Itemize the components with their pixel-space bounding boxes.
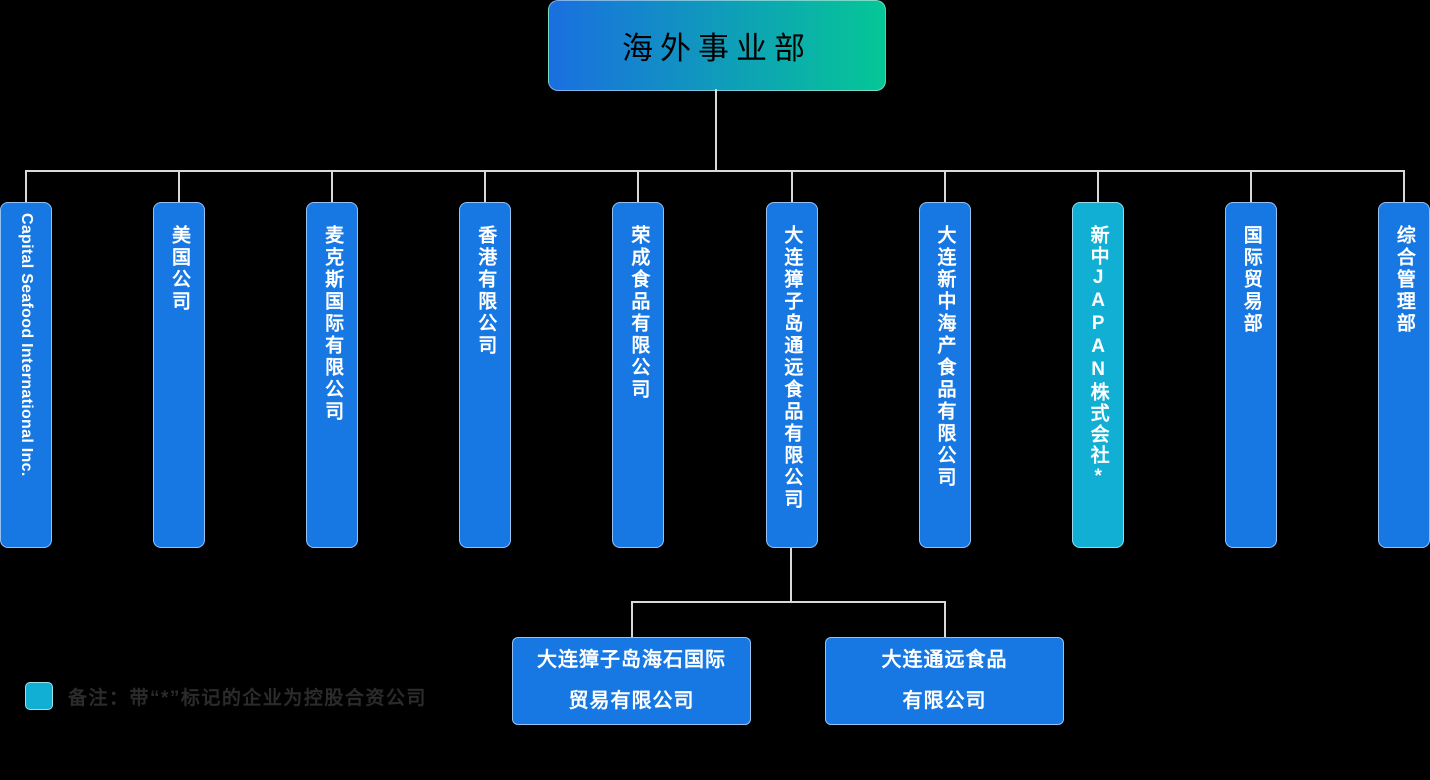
dept-column-general-management: 综合管理部: [1377, 172, 1430, 548]
dept-column-rongcheng-food: 荣成食品有限公司: [612, 172, 665, 548]
legend-note-text: 备注：带“*”标记的企业为控股合资公司: [68, 687, 427, 709]
dept-column-us-company: 美国公司: [153, 172, 206, 548]
subsidiary-label-line2: 贸易有限公司: [568, 690, 695, 712]
dept-label: 大连新中海产食品有限公司: [934, 225, 956, 489]
root-box-overseas-division: 海外事业部: [548, 0, 886, 91]
dept-label: 麦克斯国际有限公司: [322, 225, 344, 423]
subsidiary-stub-line: [631, 602, 633, 637]
dept-box-zhangzidao-tongyuan: 大连獐子岛通远食品有限公司: [765, 202, 818, 548]
legend-note: 备注：带“*”标记的企业为控股合资公司: [25, 682, 427, 710]
dept-column-capital-seafood: Capital Seafood International Inc.: [0, 172, 52, 548]
subsidiary-label-line1: 大连通远食品: [881, 649, 1008, 671]
dept-label: Capital Seafood International Inc.: [18, 213, 35, 477]
connector-stub: [178, 172, 181, 202]
dept-label: 综合管理部: [1393, 225, 1415, 335]
connector-stub: [484, 172, 487, 202]
dept-label: 国际贸易部: [1240, 225, 1262, 335]
connector-stub: [1402, 172, 1405, 202]
dept-label: 大连獐子岛通远食品有限公司: [781, 225, 803, 511]
connector-stub: [25, 172, 27, 202]
subsidiary-label-line1: 大连獐子岛海石国际: [537, 649, 726, 671]
dept-box-rongcheng-food: 荣成食品有限公司: [612, 202, 665, 548]
departments-row: Capital Seafood International Inc. 美国公司 …: [0, 172, 1430, 548]
subsidiary-trunk-line: [631, 601, 946, 603]
dept-box-xinzhong-seafood: 大连新中海产食品有限公司: [918, 202, 971, 548]
connector-stub: [1249, 172, 1252, 202]
root-drop-line: [715, 89, 717, 172]
dept-label: 新中JAPAN株式会社*: [1087, 225, 1109, 489]
dept-box-us-company: 美国公司: [153, 202, 206, 548]
connector-stub: [331, 172, 334, 202]
dept-box-xinzhong-japan-joint-venture: 新中JAPAN株式会社*: [1071, 202, 1124, 548]
subsidiary-label-line2: 有限公司: [902, 690, 987, 712]
subsidiary-box-tongyuan-food: 大连通远食品 有限公司: [825, 637, 1064, 725]
dept-column-zhangzidao-tongyuan: 大连獐子岛通远食品有限公司: [765, 172, 818, 548]
subsidiary-stub-line: [944, 602, 946, 637]
subsidiary-box-haishi-trade: 大连獐子岛海石国际 贸易有限公司: [512, 637, 751, 725]
joint-venture-marker-icon: [25, 682, 53, 710]
dept-label: 荣成食品有限公司: [628, 225, 650, 401]
root-label: 海外事业部: [622, 31, 812, 66]
dept-column-hongkong: 香港有限公司: [459, 172, 512, 548]
dept-label: 香港有限公司: [475, 225, 497, 357]
dept-column-intl-trade: 国际贸易部: [1224, 172, 1277, 548]
connector-stub: [637, 172, 640, 202]
trunk-line: [25, 170, 1405, 172]
dept-box-max-international: 麦克斯国际有限公司: [306, 202, 359, 548]
dept-label: 美国公司: [168, 225, 190, 313]
dept-column-xinzhong-japan: 新中JAPAN株式会社*: [1071, 172, 1124, 548]
dept-box-hongkong: 香港有限公司: [459, 202, 512, 548]
connector-stub: [943, 172, 946, 202]
dept-box-general-management: 综合管理部: [1377, 202, 1430, 548]
connector-stub: [1096, 172, 1099, 202]
dept-box-capital-seafood: Capital Seafood International Inc.: [0, 202, 52, 548]
dept-box-intl-trade: 国际贸易部: [1224, 202, 1277, 548]
dept-column-xinzhong-seafood: 大连新中海产食品有限公司: [918, 172, 971, 548]
connector-stub: [790, 172, 793, 202]
subsidiary-drop-line: [790, 548, 792, 602]
dept-column-max-international: 麦克斯国际有限公司: [306, 172, 359, 548]
